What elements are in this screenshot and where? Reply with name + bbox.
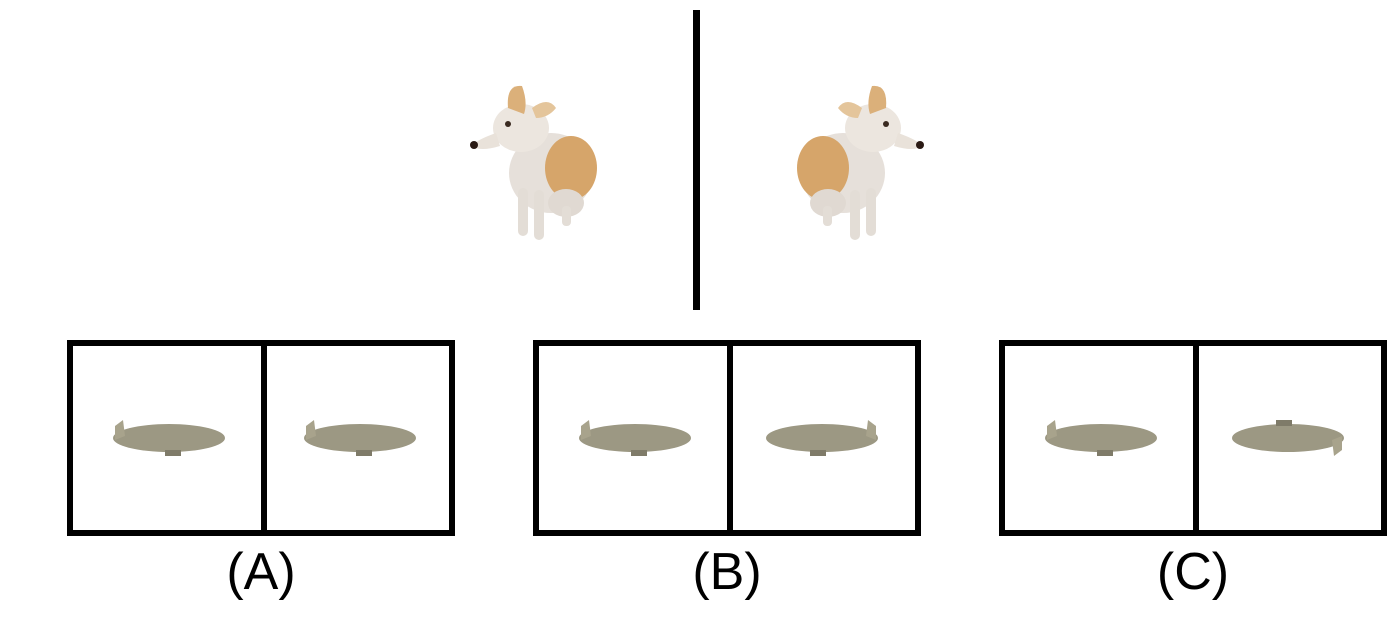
option-c-panel[interactable] [999, 340, 1387, 536]
option-a-label: (A) [226, 543, 296, 601]
blimp-image [1232, 420, 1344, 456]
blimp-image [304, 420, 416, 456]
option-c-label: (C) [1156, 543, 1230, 601]
blimp-image [579, 420, 691, 456]
option-a-left-cell [73, 346, 261, 530]
blimp-image [1045, 420, 1157, 456]
reference-dog-left [466, 78, 606, 248]
option-a-right-cell [267, 346, 449, 530]
option-b-left-cell [539, 346, 727, 530]
option-b-label: (B) [692, 543, 762, 601]
option-c-divider [1193, 346, 1199, 530]
blimp-image [113, 420, 225, 456]
option-b-panel[interactable] [533, 340, 921, 536]
option-a-panel[interactable] [67, 340, 455, 536]
reference-divider [693, 10, 700, 310]
reference-dog-right [788, 78, 928, 248]
option-c-right-cell [1199, 346, 1381, 530]
blimp-image [766, 420, 878, 456]
option-a-divider [261, 346, 267, 530]
option-c-left-cell [1005, 346, 1193, 530]
option-b-right-cell [733, 346, 915, 530]
option-b-divider [727, 346, 733, 530]
